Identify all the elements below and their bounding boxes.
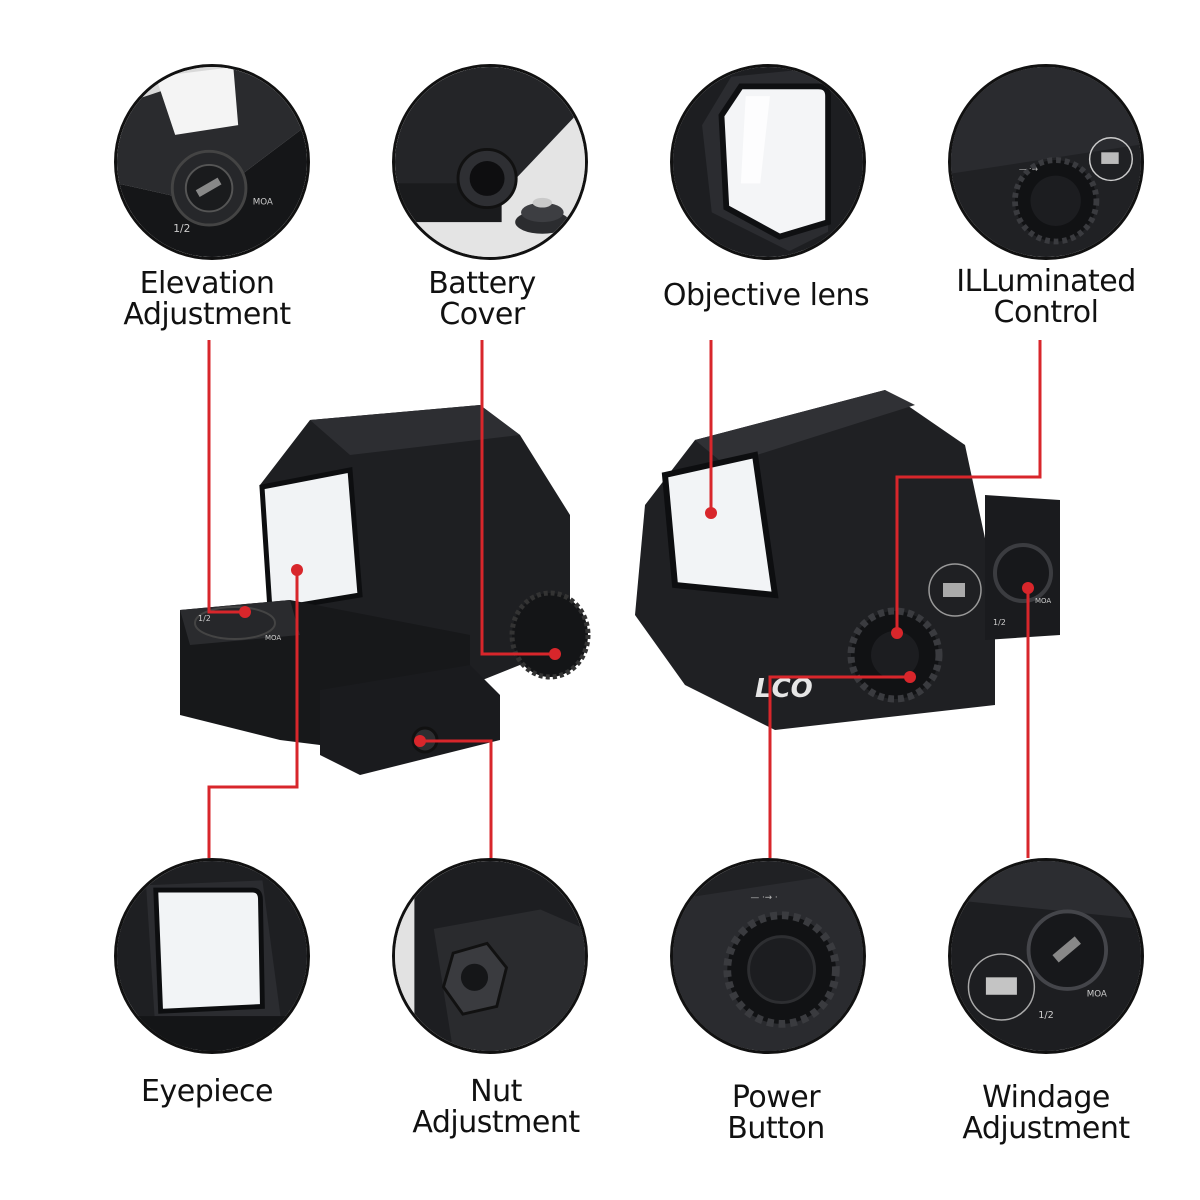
red-dot-sight-front-view: 1/2 MOA LCO xyxy=(635,390,1060,730)
svg-text:— ·→ ·: — ·→ · xyxy=(751,893,778,903)
objective-lens-icon xyxy=(673,67,863,257)
battery-cover-label: Battery Cover xyxy=(428,266,536,332)
eyepiece-detail-photo xyxy=(114,858,310,1054)
elevation-adjustment-label: Elevation Adjustment xyxy=(123,266,291,332)
windage-adjustment-detail-photo: 1/2 MOA xyxy=(948,858,1144,1054)
svg-text:1/2: 1/2 xyxy=(993,618,1006,627)
illuminated-control-label: ILLuminated Control xyxy=(956,264,1136,330)
svg-text:LCO: LCO xyxy=(755,674,813,704)
elevation-knob-icon: 1/2 MOA xyxy=(117,67,307,257)
power-button-label: Power Button xyxy=(727,1080,825,1146)
eyepiece-lens-icon xyxy=(117,861,307,1051)
eyepiece-label: Eyepiece xyxy=(141,1074,273,1109)
power-button-icon: — ·→ · xyxy=(673,861,863,1051)
elevation-detail-photo: 1/2 MOA xyxy=(114,64,310,260)
objective-lens-label: Objective lens xyxy=(662,278,870,313)
nut-adjustment-detail-photo xyxy=(392,858,588,1054)
svg-text:MOA: MOA xyxy=(265,634,281,642)
svg-text:1/2: 1/2 xyxy=(173,222,190,235)
svg-text:— ·→: — ·→ xyxy=(1019,165,1039,174)
red-dot-sight-rear-view: 1/2 MOA xyxy=(180,405,591,775)
battery-cap-icon xyxy=(395,67,585,257)
windage-knob-icon: 1/2 MOA xyxy=(951,861,1141,1051)
mount-nut-icon xyxy=(395,861,585,1051)
svg-text:MOA: MOA xyxy=(1035,597,1051,605)
nut-adjustment-label: Nut Adjustment xyxy=(412,1074,580,1140)
power-button-detail-photo: — ·→ · xyxy=(670,858,866,1054)
illuminated-control-detail-photo: — ·→ xyxy=(948,64,1144,260)
battery-detail-photo xyxy=(392,64,588,260)
illumination-dial-icon: — ·→ xyxy=(951,67,1141,257)
svg-text:1/2: 1/2 xyxy=(1038,1010,1054,1021)
objective-lens-detail-photo xyxy=(670,64,866,260)
windage-adjustment-label: Windage Adjustment xyxy=(962,1080,1130,1146)
svg-text:1/2: 1/2 xyxy=(198,614,211,623)
svg-text:MOA: MOA xyxy=(253,198,273,208)
svg-text:MOA: MOA xyxy=(1087,990,1107,1000)
